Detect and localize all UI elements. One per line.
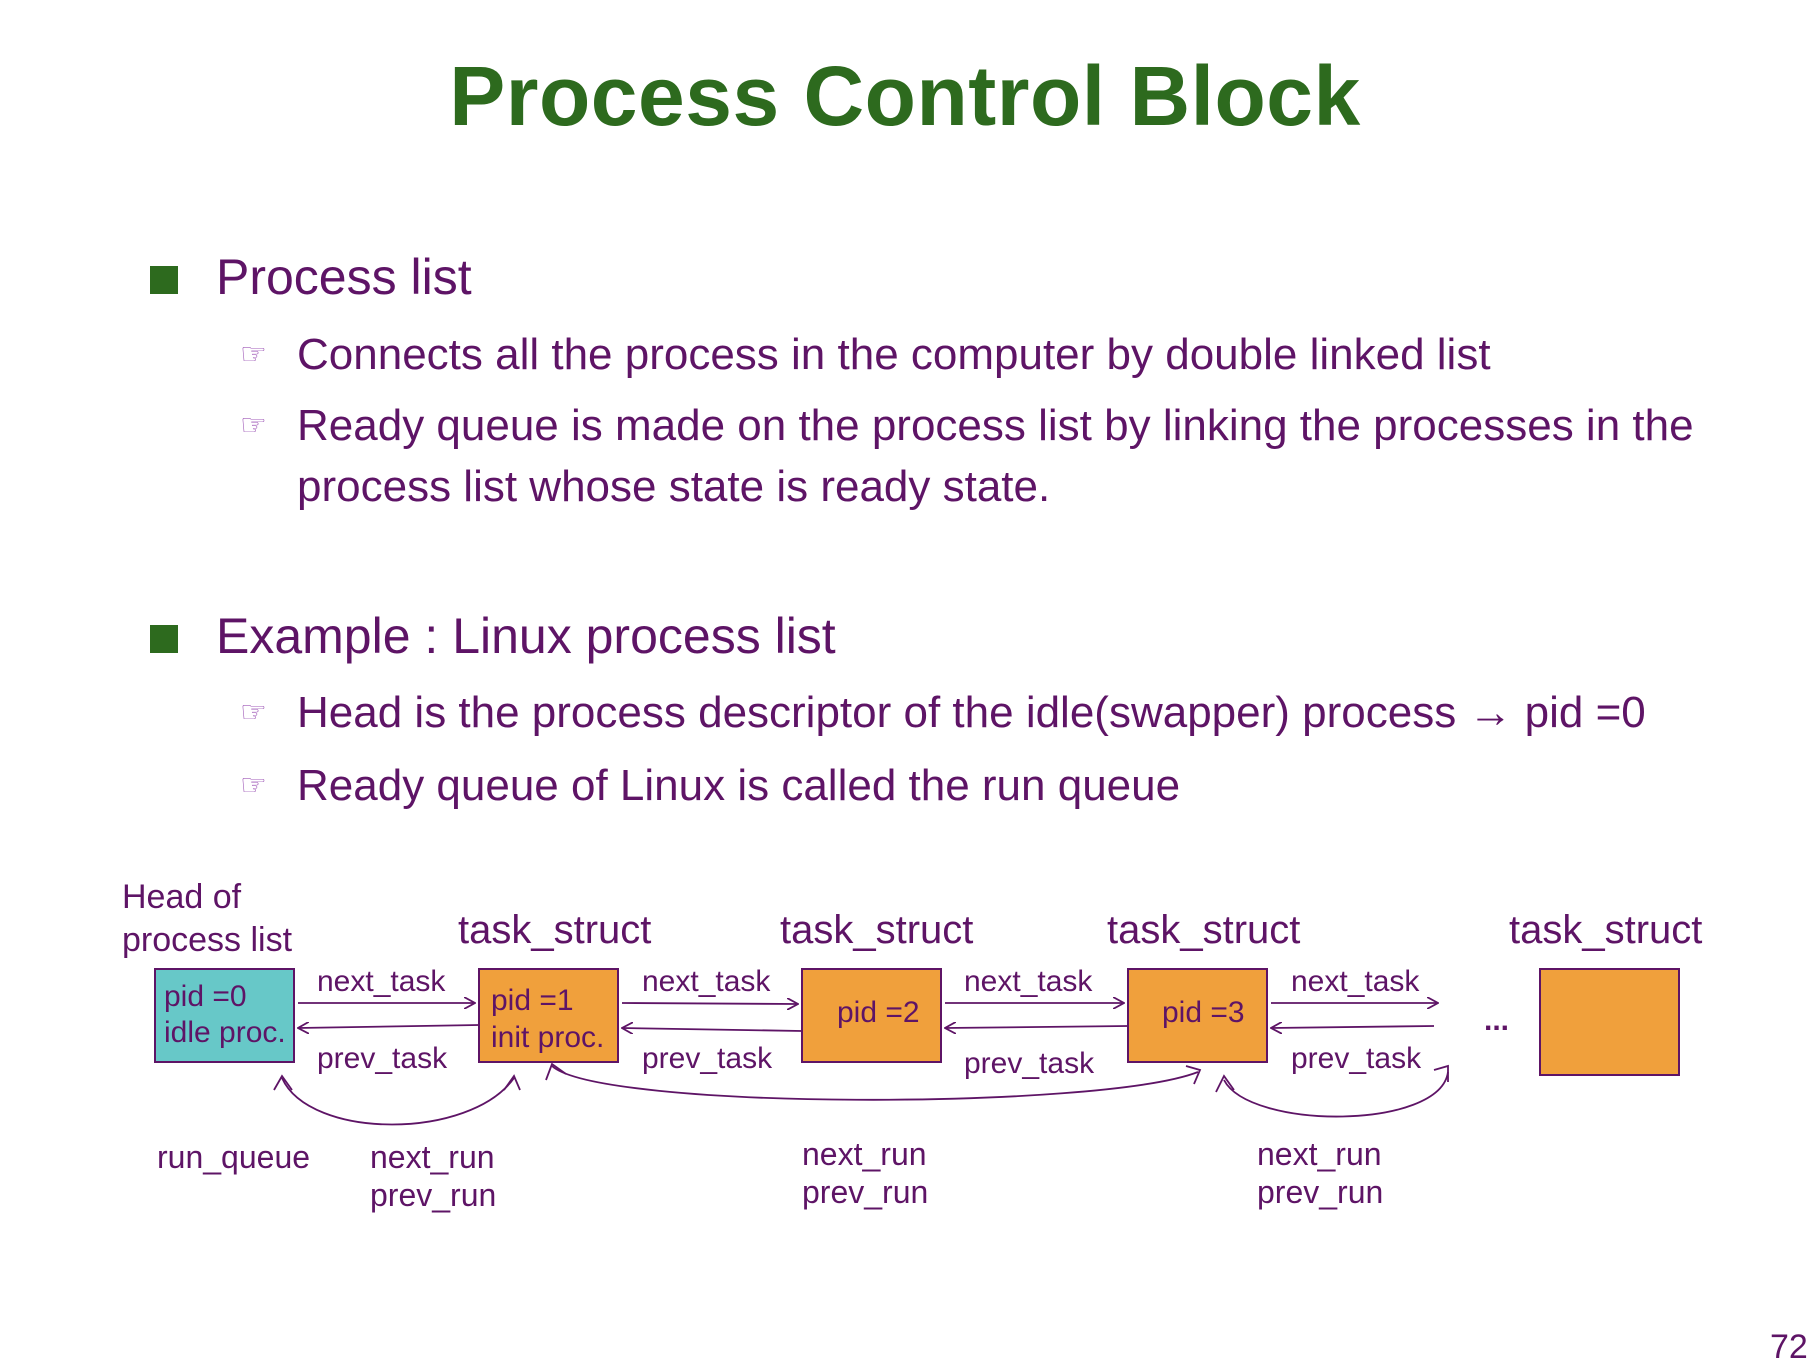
- run-queue-label: run_queue: [157, 1139, 310, 1175]
- node-label: pid =2: [837, 996, 920, 1029]
- head-label: Head of: [122, 878, 242, 916]
- node-label: pid =3: [1162, 996, 1245, 1029]
- bullet-square-icon: [150, 625, 178, 653]
- next-task-label: next_task: [317, 965, 446, 998]
- prev-task-label: prev_task: [1291, 1042, 1422, 1075]
- page-title: Process Control Block: [449, 49, 1361, 143]
- section-heading-linux-example: Example : Linux process list: [216, 608, 836, 664]
- prev-task-label: prev_task: [642, 1042, 773, 1075]
- arrow-head-icon: [1433, 1064, 1449, 1082]
- prev-task-label: prev_task: [964, 1047, 1095, 1080]
- node-label: pid =0: [164, 980, 247, 1013]
- next-run-label: next_run: [1257, 1136, 1382, 1172]
- next-run-label: next_run: [370, 1139, 495, 1175]
- prev-task-label: prev_task: [317, 1042, 448, 1075]
- next-task-arrow: [621, 1003, 798, 1004]
- next-task-label: next_task: [964, 965, 1093, 998]
- prev-task-arrow: [298, 1025, 480, 1028]
- prev-run-label: prev_run: [802, 1174, 928, 1210]
- bullet-text: Ready queue is made on the process list …: [297, 401, 1694, 511]
- ellipsis: ...: [1484, 1004, 1509, 1037]
- next-task-label: next_task: [1291, 965, 1420, 998]
- task-struct-label: task_struct: [458, 908, 651, 952]
- arrow-head-icon: [1185, 1065, 1202, 1085]
- bullet-square-icon: [150, 266, 178, 294]
- task-struct-label: task_struct: [1509, 908, 1702, 952]
- pointing-hand-icon: ☞: [240, 696, 267, 729]
- head-label: process list: [122, 921, 293, 959]
- prev-task-arrow: [622, 1028, 803, 1031]
- node-box-pid0: [154, 968, 295, 1063]
- node-label: init proc.: [491, 1021, 604, 1054]
- arrow-head-icon: [503, 1074, 521, 1091]
- next-task-label: next_task: [642, 965, 771, 998]
- node-box-last: [1539, 968, 1680, 1076]
- task-struct-label: task_struct: [1107, 908, 1300, 952]
- node-box-pid1: [478, 968, 619, 1063]
- next-run-label: next_run: [802, 1136, 927, 1172]
- arrow-head-icon: [273, 1074, 293, 1091]
- node-label: pid =1: [491, 984, 574, 1017]
- run-queue-curve: [551, 1065, 1199, 1101]
- task-struct-label: task_struct: [780, 908, 973, 952]
- bullet-text: Ready queue of Linux is called the run q…: [297, 761, 1181, 810]
- node-label: idle proc.: [164, 1016, 286, 1049]
- run-queue-curve: [1223, 1071, 1449, 1118]
- page-number: 72: [1770, 1328, 1808, 1366]
- pointing-hand-icon: ☞: [240, 409, 267, 442]
- arrow-head-icon: [545, 1062, 567, 1081]
- bullet-text: Head is the process descriptor of the id…: [297, 688, 1646, 737]
- bullet-text: Connects all the process in the computer…: [297, 330, 1491, 379]
- pointing-hand-icon: ☞: [240, 338, 267, 371]
- pointing-hand-icon: ☞: [240, 769, 267, 802]
- prev-run-label: prev_run: [370, 1177, 496, 1213]
- node-box-pid3: [1127, 968, 1268, 1063]
- prev-task-arrow: [945, 1026, 1129, 1028]
- arrow-head-icon: [1215, 1074, 1235, 1093]
- prev-task-arrow: [1271, 1026, 1435, 1028]
- node-box-pid2: [801, 968, 942, 1063]
- prev-run-label: prev_run: [1257, 1174, 1383, 1210]
- run-queue-curve: [281, 1077, 515, 1126]
- section-heading-process-list: Process list: [216, 249, 472, 305]
